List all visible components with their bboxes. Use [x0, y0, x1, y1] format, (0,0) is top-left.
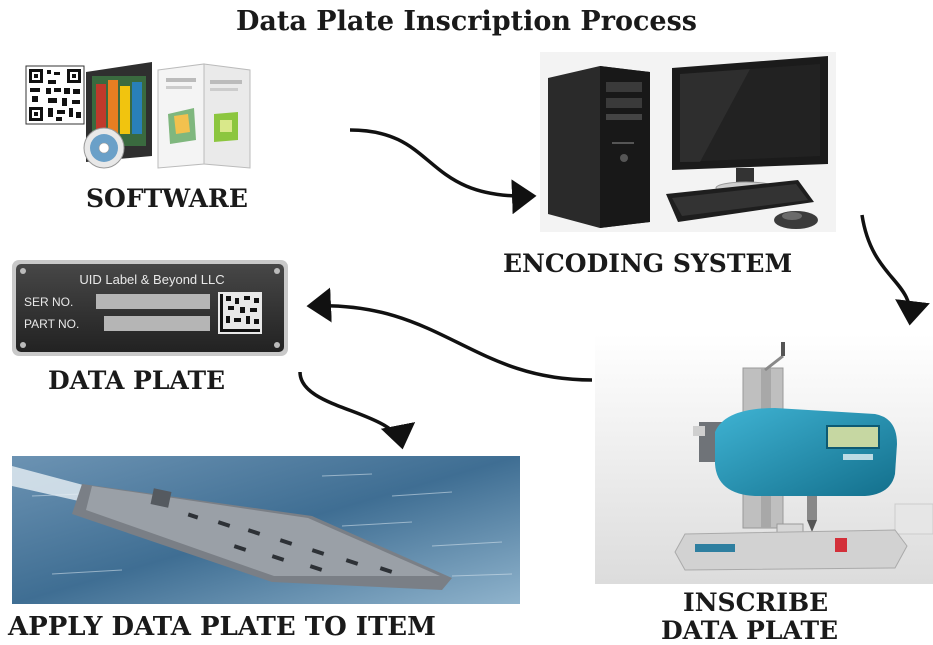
keyboard-icon [666, 180, 814, 222]
marking-machine-picture [595, 334, 933, 584]
plate-ser-no-text: SER NO. [24, 295, 73, 309]
step-label-inscribe-line1: INSCRIBE [683, 588, 829, 617]
step-label-software: SOFTWARE [86, 184, 248, 213]
diagram-title: Data Plate Inscription Process [236, 6, 697, 37]
monitor-icon [672, 56, 828, 195]
plate-part-no-text: PART NO. [24, 317, 79, 331]
arrow-plate-to-apply [298, 371, 416, 450]
plate-company-text: UID Label & Beyond LLC [79, 272, 224, 287]
arrow-encoding-to-inscribe [860, 214, 930, 326]
data-plate-picture: UID Label & Beyond LLC SER NO. PART NO. [10, 258, 290, 358]
qr-code-icon [25, 65, 85, 125]
aircraft-carrier-picture [12, 456, 520, 604]
step-label-inscribe-line2: DATA PLATE [661, 616, 839, 645]
desktop-tower-icon [548, 66, 650, 228]
step-label-encoding-system: ENCODING SYSTEM [503, 249, 793, 278]
arrow-inscribe-to-plate [306, 287, 593, 382]
datamatrix-icon [218, 292, 262, 334]
arrow-software-to-encoding [349, 128, 537, 215]
marking-head-icon [715, 408, 897, 496]
step-label-data-plate: DATA PLATE [48, 366, 226, 395]
software-picture [24, 58, 254, 173]
computer-picture [540, 52, 836, 232]
step-label-apply: APPLY DATA PLATE TO ITEM [8, 612, 436, 642]
carrier-ship-icon [72, 484, 452, 590]
